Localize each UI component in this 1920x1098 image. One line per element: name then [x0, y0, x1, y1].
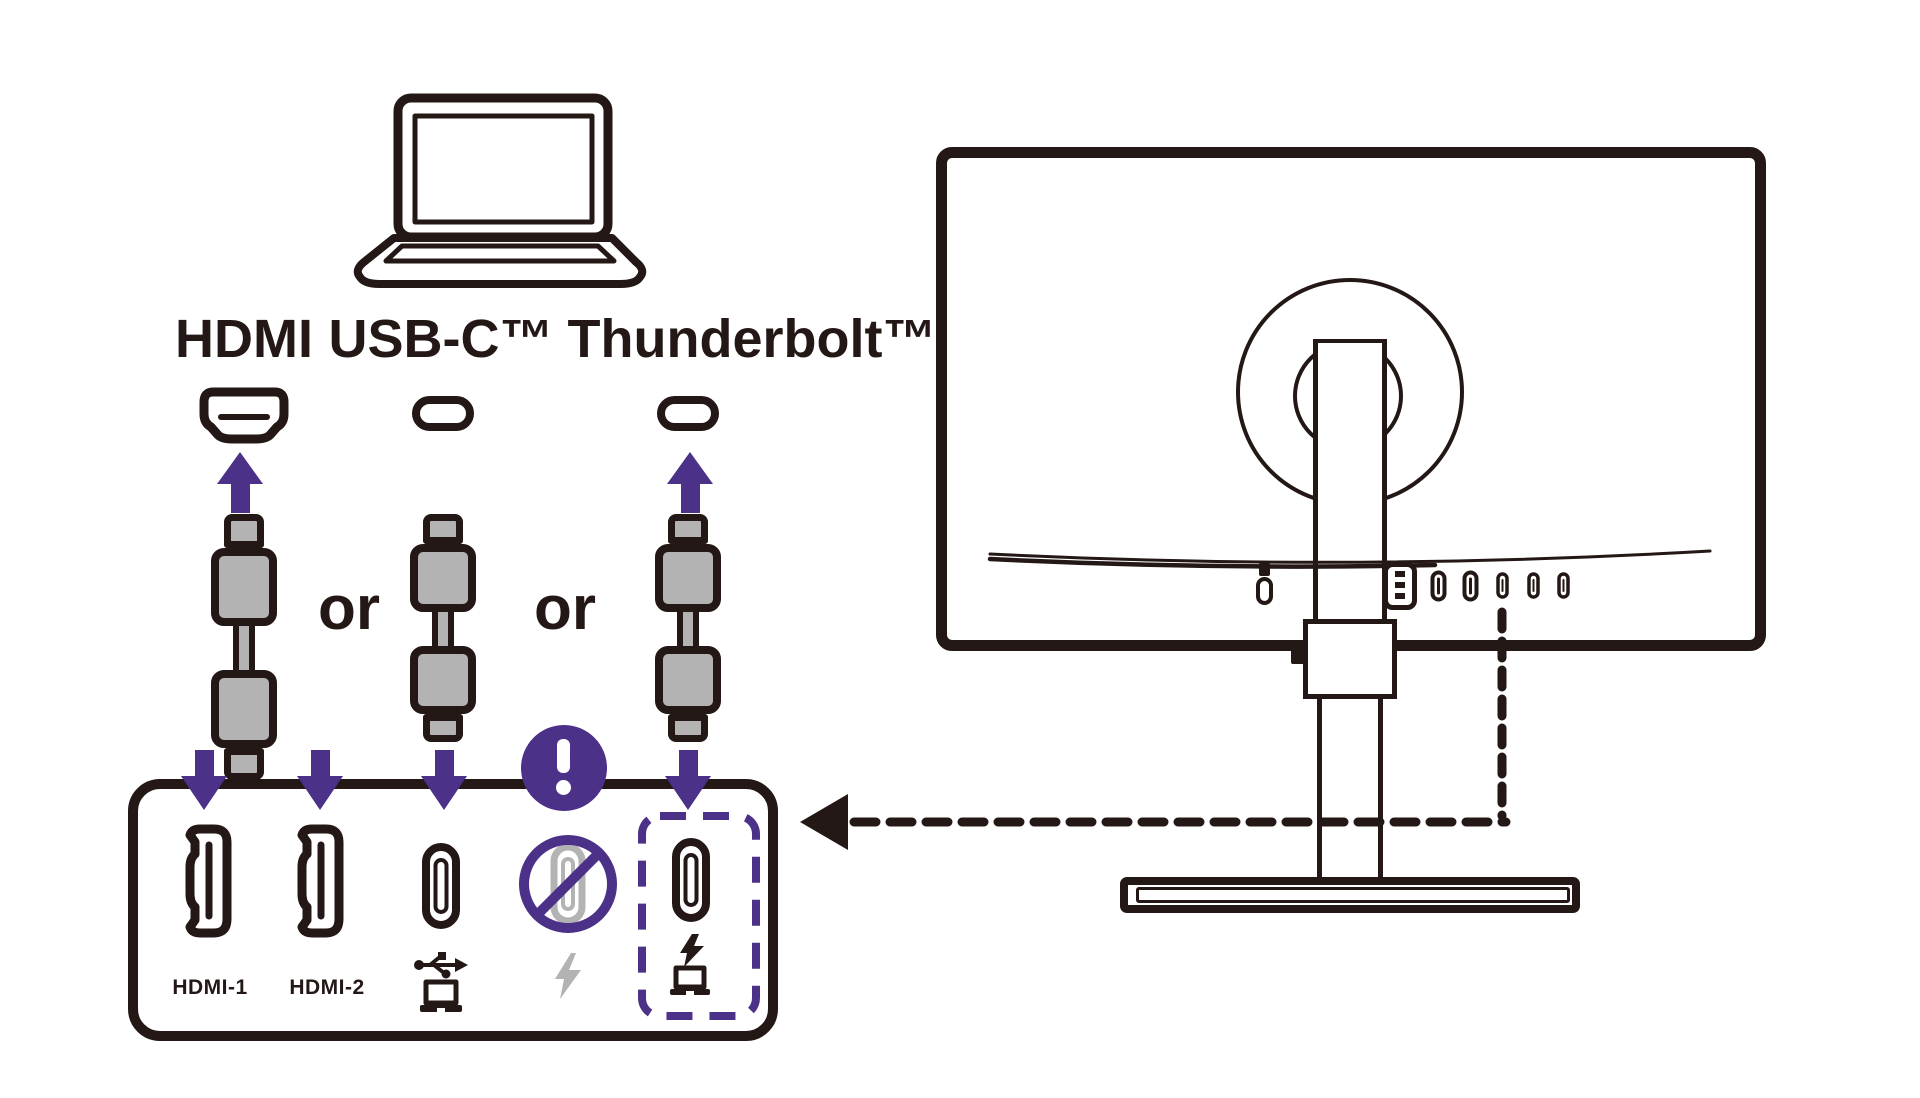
panel-hdmi2-port-icon [297, 824, 344, 938]
label-hdmi: HDMI [175, 309, 313, 369]
rear-hdmi-port-2-icon [1462, 570, 1479, 602]
stand-column-upper [1313, 339, 1387, 655]
stand-bracket-nub [1291, 648, 1305, 664]
arrow-down-usbc-icon [421, 750, 467, 810]
panel-usbc-port-icon [422, 843, 460, 929]
blocked-port-prohibition-icon [519, 835, 617, 933]
arrow-down-hdmi1-icon [181, 750, 227, 810]
kensington-lock-icon [1256, 563, 1273, 605]
thunderbolt-laptop-icon [670, 934, 710, 995]
panel-label-hdmi2: HDMI-2 [289, 976, 365, 999]
no-power-bolt-icon [555, 953, 581, 999]
stand-base-inner-line [1136, 887, 1570, 903]
rear-usb-port-1-icon [1527, 572, 1540, 599]
power-inlet-icon [1383, 562, 1417, 610]
arrow-up-thunderbolt-icon [667, 452, 713, 513]
laptop-icon [353, 93, 647, 288]
label-usb-c: USB-C™ [328, 309, 554, 369]
panel-label-hdmi1: HDMI-1 [172, 976, 248, 999]
monitor-seam-line [987, 549, 1712, 569]
stand-base [1120, 877, 1580, 913]
usb-c-connector-icon [412, 396, 474, 431]
arrow-down-thunderbolt-icon [665, 750, 711, 810]
or-separator-1: or [318, 574, 380, 643]
stand-collar [1303, 619, 1397, 699]
rear-usb-port-2-icon [1557, 572, 1570, 599]
callout-dashed-arrow [800, 607, 1511, 850]
warning-exclamation-icon [521, 725, 607, 811]
arrow-up-hdmi-icon [217, 452, 263, 513]
panel-thunderbolt-port-icon [672, 838, 710, 922]
rear-hdmi-port-1-icon [1430, 570, 1447, 602]
label-thunderbolt: Thunderbolt™ [567, 309, 937, 369]
panel-hdmi1-port-icon [185, 824, 232, 938]
usb-upstream-laptop-icon [414, 952, 468, 1012]
stand-column-lower [1317, 689, 1383, 879]
or-separator-2: or [534, 574, 596, 643]
rear-usbc-port-icon [1496, 572, 1509, 599]
hdmi-cable [211, 514, 277, 780]
arrow-down-hdmi2-icon [297, 750, 343, 810]
hdmi-connector-icon [199, 387, 289, 444]
thunderbolt-highlight-box [638, 812, 760, 1020]
thunderbolt-connector-icon [657, 396, 719, 431]
usb-c-cable [410, 514, 476, 742]
thunderbolt-cable [655, 514, 721, 742]
